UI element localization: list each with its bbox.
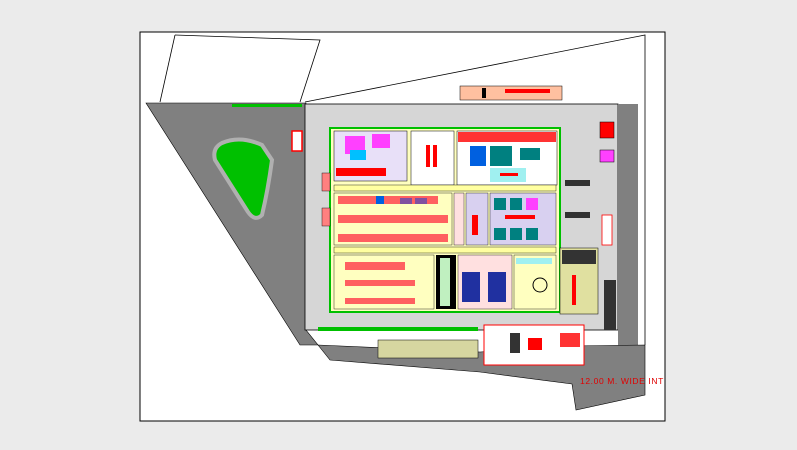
- equipment: [415, 198, 427, 204]
- machine: [350, 150, 366, 160]
- equipment: [510, 198, 522, 210]
- equipment: [516, 258, 552, 264]
- shaft-interior: [440, 258, 450, 306]
- equipment: [601, 214, 613, 246]
- equipment: [336, 168, 386, 176]
- equipment: [494, 198, 506, 210]
- equipment: [505, 215, 535, 219]
- green-strip-bottom: [318, 327, 478, 331]
- equipment: [345, 280, 415, 286]
- equipment: [532, 277, 548, 293]
- stair: [604, 280, 616, 330]
- equipment: [510, 228, 522, 240]
- equipment: [321, 207, 331, 227]
- parking-row: [377, 339, 479, 359]
- equipment: [526, 198, 538, 210]
- equipment: [488, 272, 506, 302]
- equipment: [565, 180, 590, 186]
- equipment: [291, 130, 303, 152]
- road-right: [618, 104, 638, 346]
- top-structure-detail: [482, 88, 486, 98]
- site-boundary-line: [174, 34, 321, 103]
- room: [410, 130, 455, 186]
- equipment: [565, 212, 590, 218]
- equipment: [500, 173, 518, 176]
- equipment: [338, 196, 438, 204]
- equipment: [376, 196, 384, 204]
- equipment: [458, 132, 556, 142]
- equipment: [462, 272, 480, 302]
- equipment: [599, 121, 615, 139]
- equipment: [433, 145, 437, 167]
- equipment: [345, 262, 405, 270]
- top-structure-detail: [505, 89, 550, 93]
- equipment: [526, 228, 538, 240]
- green-strip: [232, 104, 302, 107]
- equipment: [490, 146, 512, 166]
- equipment: [599, 149, 615, 163]
- road-left: [145, 102, 319, 346]
- equipment: [338, 234, 448, 242]
- annex-grid: [562, 250, 596, 264]
- gate-equipment: [528, 338, 542, 350]
- equipment: [494, 228, 506, 240]
- equipment: [520, 148, 540, 160]
- equipment: [338, 215, 448, 223]
- site-boundary-line: [159, 34, 176, 103]
- machine: [372, 134, 390, 148]
- equipment: [345, 298, 415, 304]
- gate-equipment: [560, 333, 580, 347]
- equipment: [426, 145, 430, 167]
- equipment: [470, 146, 486, 166]
- equipment: [400, 198, 412, 204]
- machine: [345, 136, 365, 154]
- equipment: [472, 215, 478, 235]
- corridor: [333, 246, 557, 254]
- room: [453, 192, 465, 246]
- landscape-island: [212, 137, 275, 220]
- gate-equipment: [510, 333, 520, 353]
- road-width-label: 12.00 M. WIDE INT: [580, 376, 664, 386]
- site-boundary-line: [304, 34, 646, 345]
- corridor: [333, 184, 557, 192]
- equipment: [572, 275, 576, 305]
- equipment: [321, 172, 331, 192]
